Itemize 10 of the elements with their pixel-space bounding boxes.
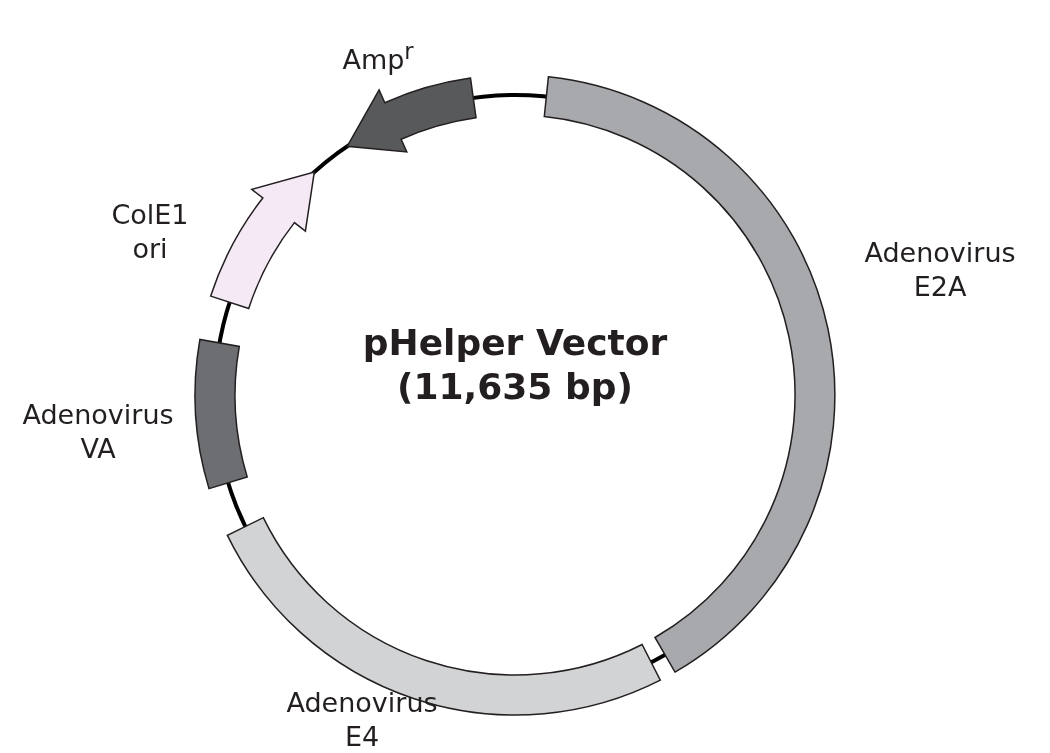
gene-label: Amp$^{r}$ <box>341 36 415 77</box>
gene-label: ColE1 ori <box>110 198 190 266</box>
gene-feature <box>209 171 316 310</box>
gene-feature <box>346 77 477 153</box>
gene-label: Adenovirus E2A <box>863 236 1017 304</box>
gene-label: Adenovirus E4 <box>285 686 439 753</box>
gene-label: Adenovirus VA <box>21 398 175 466</box>
plasmid-title: pHelper Vector (11,635 bp) <box>361 321 669 409</box>
gene-segment <box>226 516 662 716</box>
gene-segment <box>194 338 248 490</box>
